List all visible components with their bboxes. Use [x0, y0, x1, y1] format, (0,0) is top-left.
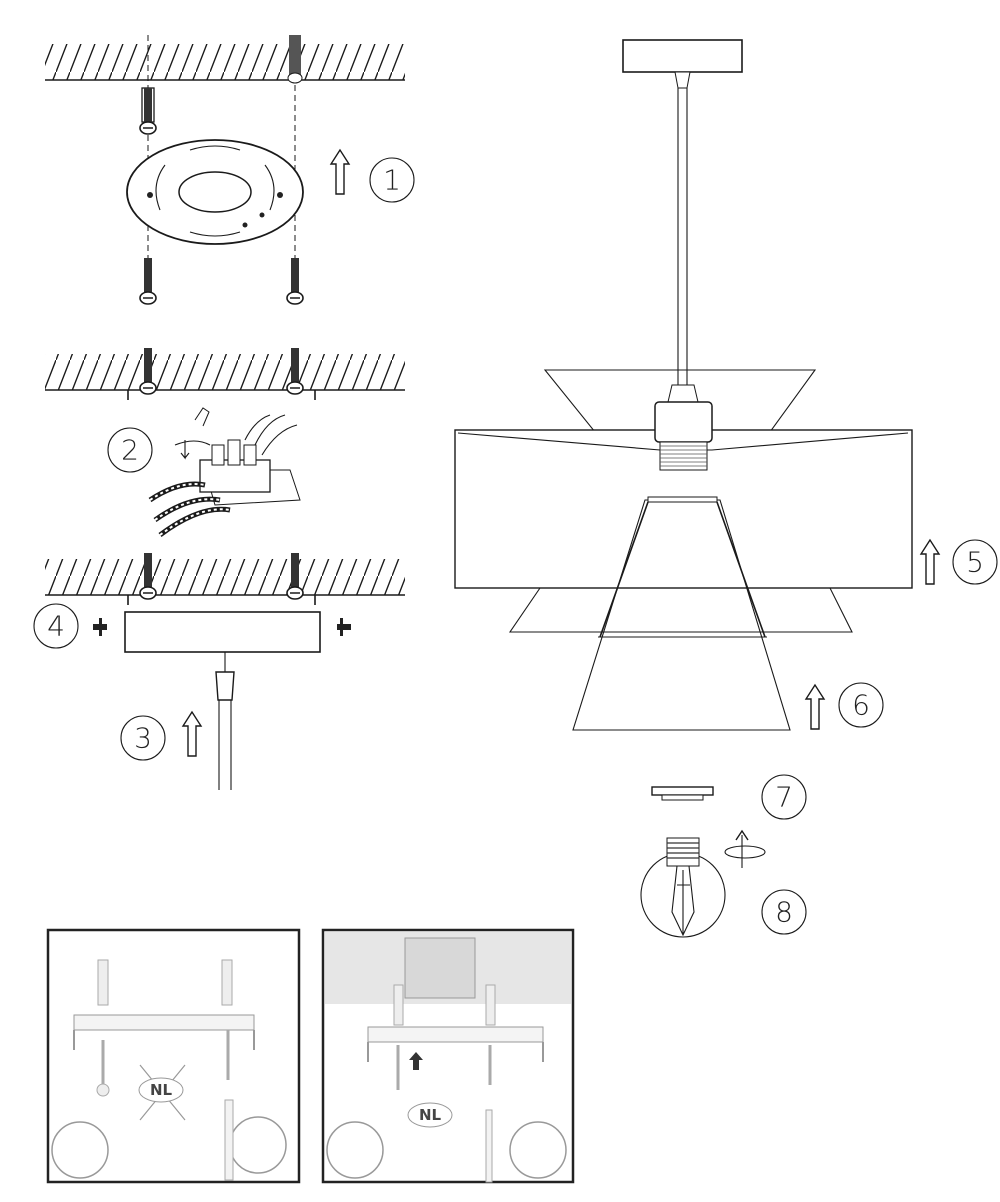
cord: [215, 652, 235, 790]
canopy: [124, 611, 321, 653]
step-8-badge: 8: [761, 889, 807, 935]
step-2-badge: 2: [107, 427, 153, 473]
svg-text:7: 7: [775, 781, 793, 814]
right-panel-label: NL: [419, 1106, 442, 1124]
step-4-badge: 4: [33, 603, 79, 649]
step-3-badge: 3: [120, 715, 166, 761]
rotate-arrow-icon: [724, 829, 766, 868]
panel-incorrect-mounting: NL: [46, 928, 301, 1184]
ceiling-hatch-1: [45, 44, 405, 81]
svg-text:2: 2: [121, 434, 139, 467]
step-5-badge: 5: [952, 539, 998, 585]
ceiling-hatch-3: [45, 559, 405, 605]
left-panel-label: NL: [150, 1081, 173, 1099]
ceiling-hatch-2: [45, 354, 405, 400]
svg-text:1: 1: [383, 164, 401, 197]
up-arrow-icon: [330, 149, 350, 195]
wall-plug-icon: [139, 35, 303, 135]
terminal-block-icon: [148, 407, 301, 538]
mounting-plate-icon: [126, 139, 304, 245]
pendant-lamp: [454, 39, 913, 731]
light-bulb-icon: [640, 837, 726, 938]
panel-correct-mounting: NL: [321, 928, 575, 1184]
step-7-badge: 7: [761, 774, 807, 820]
step-6-badge: 6: [838, 682, 884, 728]
step-1-badge: 1: [369, 157, 415, 203]
svg-text:8: 8: [775, 896, 793, 929]
svg-text:6: 6: [852, 689, 870, 722]
svg-text:3: 3: [134, 722, 152, 755]
svg-text:5: 5: [966, 546, 984, 579]
shade-ring-icon: [651, 786, 714, 801]
side-screw-icon: [93, 618, 351, 636]
svg-text:4: 4: [47, 610, 65, 643]
